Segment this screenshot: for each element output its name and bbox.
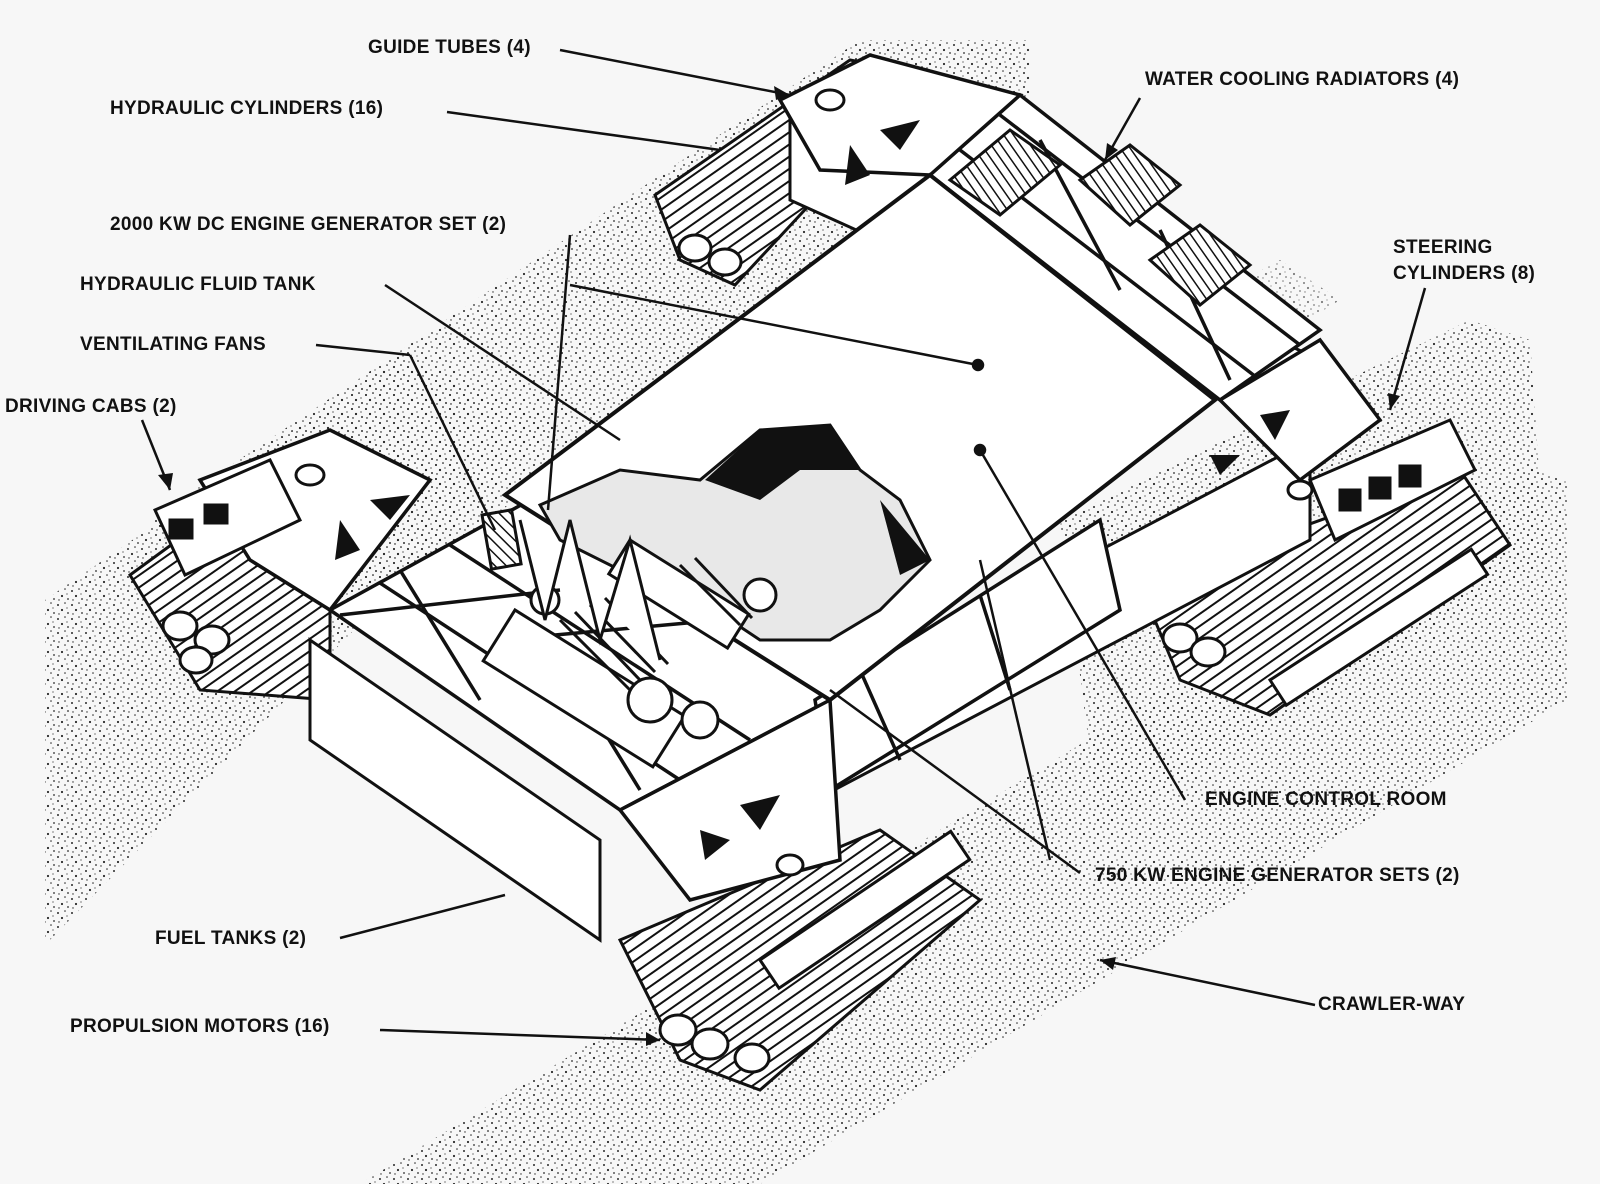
arrow-water-radiators: [1105, 143, 1118, 160]
label-hydraulic-fluid-tank: HYDRAULIC FLUID TANK: [80, 274, 316, 295]
leader-fuel-tanks: [339, 893, 506, 940]
track-front-links: [757, 829, 972, 991]
leader-steering-cylinders: [1388, 287, 1427, 411]
label-driving-cabs: DRIVING CABS (2): [5, 396, 177, 417]
motors-front: [658, 1013, 771, 1074]
engine-block-1: [481, 607, 687, 769]
guide-tube-4: [775, 853, 805, 877]
engine-block-2: [606, 537, 751, 651]
flywheel-2: [680, 700, 720, 740]
leader-hydraulic-tank: [384, 283, 621, 442]
propulsion-motor-sets: [161, 233, 1227, 1074]
arrow-crawler-way: [1100, 957, 1116, 970]
label-ventilating-fans: VENTILATING FANS: [80, 334, 267, 355]
leader-propulsion-motors: [379, 1028, 661, 1042]
driving-cabs: [152, 418, 1478, 578]
leader-dc-generator-branch: [569, 283, 979, 367]
support-struts: [518, 519, 662, 661]
motors-rear: [677, 233, 743, 277]
leader-crawler-way: [1099, 958, 1316, 1007]
label-propulsion-motors: PROPULSION MOTORS (16): [70, 1016, 330, 1037]
leader-guide-tubes: [559, 48, 791, 97]
leader-arrowheads: [158, 86, 1400, 1046]
water-cooling-radiators: [947, 128, 1253, 307]
radiator-2: [1077, 143, 1183, 227]
guide-tube-3: [1286, 479, 1314, 501]
label-steering-cylinders-line2: CYLINDERS (8): [1393, 263, 1536, 284]
track-right-links: [1267, 547, 1490, 708]
engine-generator-machinery: [481, 519, 778, 769]
corner-block-front: [617, 697, 842, 902]
cutaway-shadow: [705, 425, 860, 500]
guide-tubes-and-cutouts: [294, 88, 1314, 877]
label-dc-engine-generator: 2000 KW DC ENGINE GENERATOR SET (2): [110, 214, 507, 235]
corner-blocks: [197, 53, 1383, 902]
leader-750kw: [829, 688, 1081, 875]
label-750kw-engine-generators: 750 KW ENGINE GENERATOR SETS (2): [1095, 865, 1460, 886]
guide-tube-2: [294, 463, 326, 487]
cutaway-shadow-right: [880, 500, 930, 575]
label-water-cooling-radiators: WATER COOLING RADIATORS (4): [1145, 69, 1460, 90]
radiator-3: [1147, 223, 1253, 307]
motors-right: [1161, 622, 1227, 668]
arrow-steering: [1388, 393, 1400, 410]
arrow-propulsion: [646, 1032, 660, 1046]
label-steering-cylinders-line1: STEERING: [1393, 237, 1493, 258]
corner-block-rear: [777, 53, 1024, 177]
flywheel-1: [626, 676, 674, 724]
leader-750kw-2: [978, 559, 1052, 861]
corner-block-right: [1217, 337, 1383, 483]
arrow-guide-tubes: [774, 86, 790, 100]
label-engine-control-room: ENGINE CONTROL ROOM: [1205, 789, 1447, 810]
guide-tube-1: [814, 88, 846, 112]
flywheel-3: [742, 577, 778, 613]
leader-ventilating-fans-2: [408, 354, 497, 531]
label-fuel-tanks: FUEL TANKS (2): [155, 928, 307, 949]
leader-engine-control-room: [978, 449, 1187, 801]
leader-dc-generator: [546, 234, 572, 511]
label-crawler-way: CRAWLER-WAY: [1318, 994, 1466, 1015]
leader-hydraulic-cylinders: [446, 110, 721, 152]
radiator-1: [947, 128, 1063, 217]
left-side-girder: [308, 637, 602, 943]
label-guide-tubes: GUIDE TUBES (4): [368, 37, 531, 58]
arrow-driving-cabs: [158, 473, 173, 490]
motors-left: [161, 610, 231, 675]
leader-ventilating-fans: [315, 343, 411, 357]
label-hydraulic-cylinders: HYDRAULIC CYLINDERS (16): [110, 98, 384, 119]
